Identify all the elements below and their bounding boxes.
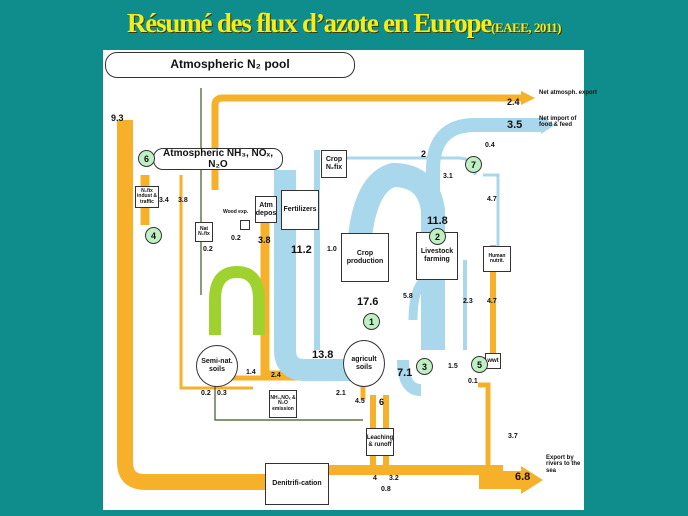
value-2-3: 2.3 bbox=[463, 298, 473, 305]
export-rivers-label: Export by rivers to the sea bbox=[546, 455, 581, 474]
nitrogen-flow-diagram: Atmospheric N₂ pool Atmospheric NH₃, NOₓ… bbox=[103, 50, 597, 510]
value-2-4-export: 2.4 bbox=[507, 97, 520, 107]
circle-6: 6 bbox=[138, 150, 155, 167]
circle-7: 7 bbox=[465, 156, 482, 173]
wood-box bbox=[240, 220, 250, 230]
title-main: Résumé des flux d’azote en Europe bbox=[127, 8, 492, 38]
n2fix-indust-box: N₂fix indust & traffic bbox=[135, 186, 159, 208]
flow-fertilizers bbox=[274, 170, 358, 381]
value-3-5: 3.5 bbox=[507, 119, 523, 131]
atmospheric-n2-pool: Atmospheric N₂ pool bbox=[105, 52, 355, 78]
leaching-box: Leaching & runoff bbox=[366, 428, 394, 456]
value-0-1: 0.1 bbox=[468, 378, 478, 385]
value-13-8: 13.8 bbox=[312, 349, 334, 361]
value-3-7: 3.7 bbox=[508, 433, 518, 440]
value-2: 2 bbox=[421, 149, 427, 159]
value-3-8-depos: 3.8 bbox=[258, 235, 271, 245]
wood-exp-label: Wood exp. bbox=[223, 209, 249, 215]
flow-semi-nat-loop bbox=[209, 265, 265, 335]
agricultural-soils: agricult soils bbox=[343, 340, 385, 387]
atm-depos-box: Atm depos bbox=[255, 196, 277, 223]
net-import-label: Net import of food & feed bbox=[539, 116, 577, 129]
value-5-8: 5.8 bbox=[403, 293, 413, 300]
value-4-7-top: 4.7 bbox=[487, 196, 497, 203]
slide-title: Résumé des flux d’azote en Europe(EAEE, … bbox=[0, 8, 688, 39]
livestock-farming-box: Livestock farming bbox=[416, 232, 458, 280]
value-0-2-soil: 0.2 bbox=[201, 390, 211, 397]
flow-net-import bbox=[426, 118, 543, 200]
crop-production-box: Crop production bbox=[341, 233, 389, 282]
emission-box: NH₃,NOₓ & N₂O emission bbox=[269, 390, 297, 418]
title-source: (EAEE, 2011) bbox=[491, 20, 561, 35]
crop-n2fix-box: Crop N₂fix bbox=[321, 150, 347, 178]
value-3-1: 3.1 bbox=[443, 173, 453, 180]
circle-3: 3 bbox=[416, 358, 433, 375]
circle-1: 1 bbox=[363, 313, 380, 330]
flow-denitrification-loop bbox=[117, 120, 275, 490]
value-3-4: 3.4 bbox=[159, 197, 169, 204]
net-atm-export-label: Net atmosph. export bbox=[539, 90, 598, 96]
value-2-4-soil: 2.4 bbox=[271, 372, 281, 379]
nat-n2fix-box: Nat N₂fix bbox=[195, 222, 213, 242]
value-11-8: 11.8 bbox=[427, 215, 448, 227]
human-nutrition-box: Human nutrit. bbox=[483, 246, 511, 272]
value-9-3: 9.3 bbox=[111, 113, 124, 123]
flow-arrows bbox=[117, 88, 555, 494]
atmospheric-reactive-n: Atmospheric NH₃, NOₓ, N₂O bbox=[153, 148, 283, 170]
value-0-2-nat: 0.2 bbox=[203, 246, 213, 253]
value-4: 4 bbox=[373, 475, 377, 482]
denitrification-box: Denitrifi-cation bbox=[265, 463, 329, 505]
value-17-6: 17.6 bbox=[357, 296, 379, 308]
value-0-8: 0.8 bbox=[381, 486, 391, 493]
value-1-4: 1.4 bbox=[246, 369, 256, 376]
value-7-1: 7.1 bbox=[397, 367, 413, 379]
flow-atm-export bbox=[211, 94, 523, 190]
value-6-8: 6.8 bbox=[515, 471, 531, 483]
circle-5: 5 bbox=[471, 356, 488, 373]
value-0-2-wood: 0.2 bbox=[231, 235, 241, 242]
value-0-4: 0.4 bbox=[485, 142, 495, 149]
value-4-5: 4.5 bbox=[355, 398, 365, 405]
value-4-7-bottom: 4.7 bbox=[487, 298, 497, 305]
circle-2: 2 bbox=[429, 228, 446, 245]
flow-river-export bbox=[479, 470, 523, 489]
value-1-0: 1.0 bbox=[327, 246, 337, 253]
value-0-3: 0.3 bbox=[217, 390, 227, 397]
value-3-2: 3.2 bbox=[389, 475, 399, 482]
fertilizers-box: Fertilizers bbox=[281, 190, 319, 230]
value-6: 6 bbox=[379, 397, 385, 407]
value-2-1: 2.1 bbox=[336, 390, 346, 397]
circle-4: 4 bbox=[145, 227, 162, 244]
value-1-5: 1.5 bbox=[448, 363, 458, 370]
semi-natural-soils: Semi-nat. soils bbox=[196, 345, 238, 387]
value-3-8-left: 3.8 bbox=[178, 197, 188, 204]
value-11-2: 11.2 bbox=[291, 244, 312, 256]
